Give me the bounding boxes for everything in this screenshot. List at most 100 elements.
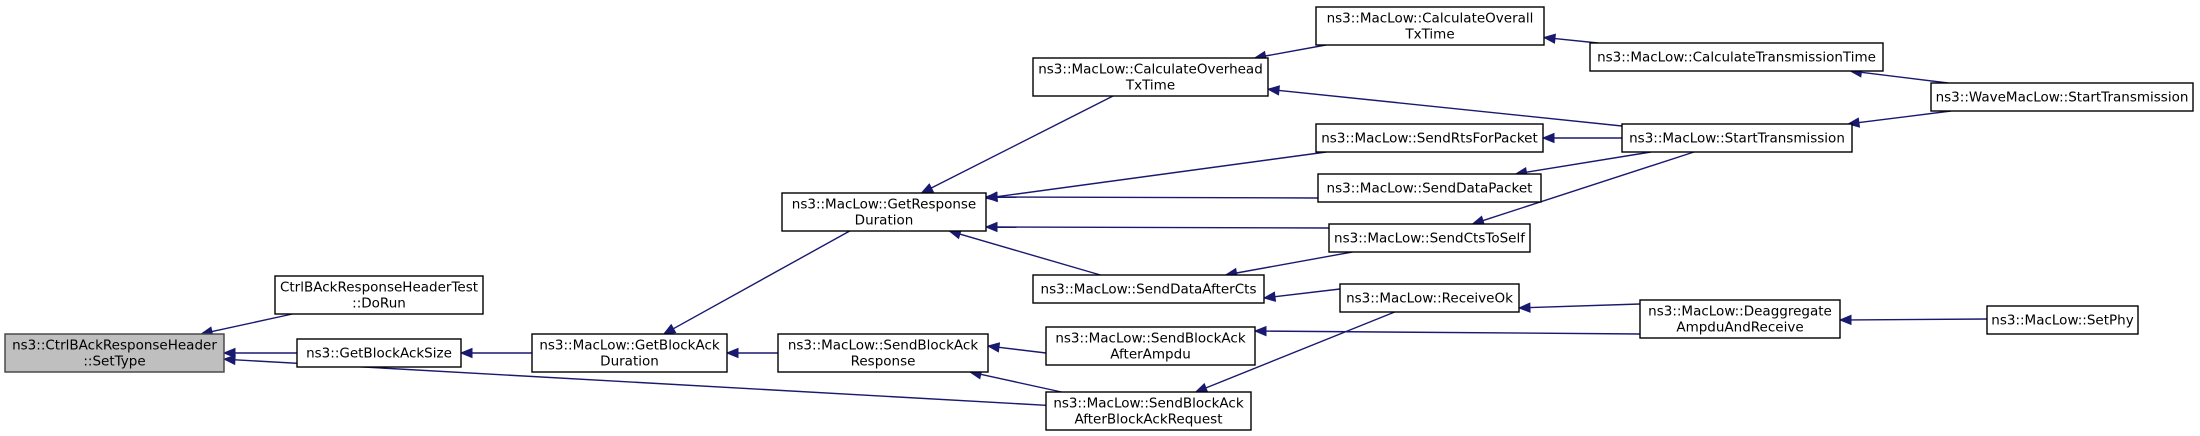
edge-line xyxy=(998,346,1047,354)
node-label: AmpduAndReceive xyxy=(1676,320,1803,336)
node-dorun[interactable]: CtrlBAckResponseHeaderTest::DoRun xyxy=(274,275,484,315)
node-label: ns3::MacLow::SendRtsForPacket xyxy=(1321,131,1538,147)
arrowhead xyxy=(1266,85,1280,96)
node-box xyxy=(4,333,225,373)
edge-sendblockackresponse-to-getblockackduration xyxy=(725,347,778,359)
edge-senddataafterCts-to-getresponseduration xyxy=(948,229,1101,276)
edge-line xyxy=(1482,151,1695,222)
edge-line xyxy=(1274,288,1341,298)
arrowhead xyxy=(984,221,998,233)
arrowhead xyxy=(1262,291,1277,302)
edge-getresponseduration-to-getblockackduration xyxy=(662,230,851,335)
node-label: ns3::MacLow::SendBlockAck xyxy=(788,338,978,354)
arrowhead xyxy=(1517,302,1531,313)
node-sendrts[interactable]: ns3::MacLow::SendRtsForPacket xyxy=(1315,123,1544,153)
edge-calctxtime-to-calcoverall xyxy=(1542,33,1599,44)
node-label: Response xyxy=(851,354,916,370)
node-box xyxy=(1621,123,1853,153)
node-label: ns3::CtrlBAckResponseHeader xyxy=(12,338,217,354)
arrowhead xyxy=(1838,314,1852,326)
arrowhead xyxy=(1253,325,1267,337)
node-label: ns3::MacLow::CalculateOverall xyxy=(1327,11,1534,27)
edge-line xyxy=(211,313,293,333)
node-label: ns3::MacLow::SendCtsToSelf xyxy=(1334,231,1526,247)
edge-line xyxy=(1529,303,1641,309)
node-box xyxy=(1639,299,1841,339)
arrowhead xyxy=(1542,33,1556,44)
edge-sendblockackafterampdu-to-sendblockackresponse xyxy=(986,342,1047,354)
edge-starttransmission-to-sendrts xyxy=(1541,132,1622,144)
node-senddatapacket[interactable]: ns3::MacLow::SendDataPacket xyxy=(1317,173,1542,203)
node-sendctstoself[interactable]: ns3::MacLow::SendCtsToSelf xyxy=(1328,223,1531,253)
node-label: ns3::MacLow::SendBlockAck xyxy=(1053,396,1243,412)
edge-senddatapacket-to-getresponseduration xyxy=(984,191,1319,203)
edge-line xyxy=(1850,318,1988,321)
node-label: ns3::MacLow::CalculateOverhead xyxy=(1038,62,1263,78)
edge-line xyxy=(1858,110,1952,124)
arrowhead xyxy=(1541,132,1555,144)
edge-sendctstoself-to-getresponseduration xyxy=(984,221,1330,233)
node-label: ns3::MacLow::GetBlockAck xyxy=(539,338,720,354)
node-label: ns3::MacLow::CalculateTransmissionTime xyxy=(1597,50,1876,66)
edge-line xyxy=(996,226,1330,229)
node-box xyxy=(781,192,987,232)
node-sendblockackafterbar[interactable]: ns3::MacLow::SendBlockAckAfterBlockAckRe… xyxy=(1045,391,1252,431)
node-settype[interactable]: ns3::CtrlBAckResponseHeader::SetType xyxy=(4,333,225,373)
node-box xyxy=(296,338,462,368)
node-receiveok[interactable]: ns3::MacLow::ReceiveOk xyxy=(1339,283,1520,313)
node-label: Duration xyxy=(600,354,659,370)
node-label: ns3::MacLow::SendDataAfterCts xyxy=(1041,282,1257,298)
edge-getblockacksize-to-settype xyxy=(222,347,297,359)
edge-starttransmission-to-calcoverhead xyxy=(1266,85,1623,127)
nodes-layer: ns3::CtrlBAckResponseHeader::SetType Ctrl… xyxy=(4,6,2194,431)
node-label: AfterAmpdu xyxy=(1110,347,1191,363)
arrowhead xyxy=(222,347,236,359)
arrowhead xyxy=(984,191,998,203)
node-label: ns3::MacLow::GetResponse xyxy=(792,197,976,213)
node-label: ns3::MacLow::SendBlockAck xyxy=(1055,331,1245,347)
node-setphy[interactable]: ns3::MacLow::SetPhy xyxy=(1986,305,2139,335)
arrowhead xyxy=(662,323,677,335)
node-calctxtime[interactable]: ns3::MacLow::CalculateTransmissionTime xyxy=(1589,42,1884,72)
arrowhead xyxy=(459,347,473,359)
edge-sendctstoself-to-senddataafterCts xyxy=(1224,251,1353,279)
edge-dorun-to-settype xyxy=(199,313,293,337)
node-box xyxy=(1045,391,1252,431)
node-label: ns3::MacLow::SendDataPacket xyxy=(1327,181,1533,197)
node-box xyxy=(1045,326,1256,366)
node-senddataafterCts[interactable]: ns3::MacLow::SendDataAfterCts xyxy=(1032,274,1265,304)
node-box xyxy=(1317,173,1542,203)
arrowhead xyxy=(920,183,935,194)
node-box xyxy=(1986,305,2139,335)
edge-line xyxy=(930,95,1114,189)
node-label: ns3::GetBlockAckSize xyxy=(306,346,452,362)
edge-sendblockackafterbar-to-sendblockackresponse xyxy=(968,369,1062,393)
node-starttransmission[interactable]: ns3::MacLow::StartTransmission xyxy=(1621,123,1853,153)
arrowhead xyxy=(1846,117,1861,128)
node-wavestart[interactable]: ns3::WaveMacLow::StartTransmission xyxy=(1930,82,2194,112)
node-box xyxy=(1339,283,1520,313)
edge-line xyxy=(673,230,851,330)
arrowhead xyxy=(986,342,1001,353)
edge-line xyxy=(1265,330,1641,335)
edge-line xyxy=(996,151,1327,198)
edge-getblockackduration-to-getblockacksize xyxy=(459,347,532,359)
edge-deaggregate-to-sendblockackafterampdu xyxy=(1253,325,1641,337)
edge-deaggregate-to-receiveok xyxy=(1517,302,1641,313)
edge-line xyxy=(1861,71,1949,84)
node-getblockacksize[interactable]: ns3::GetBlockAckSize xyxy=(296,338,462,368)
edge-line xyxy=(1265,44,1327,57)
node-box xyxy=(1032,274,1265,304)
edge-line xyxy=(1236,251,1353,274)
node-label: TxTime xyxy=(1125,78,1175,94)
edge-wavestart-to-starttransmission xyxy=(1846,110,1952,128)
node-label: ns3::MacLow::SetPhy xyxy=(1991,313,2133,329)
